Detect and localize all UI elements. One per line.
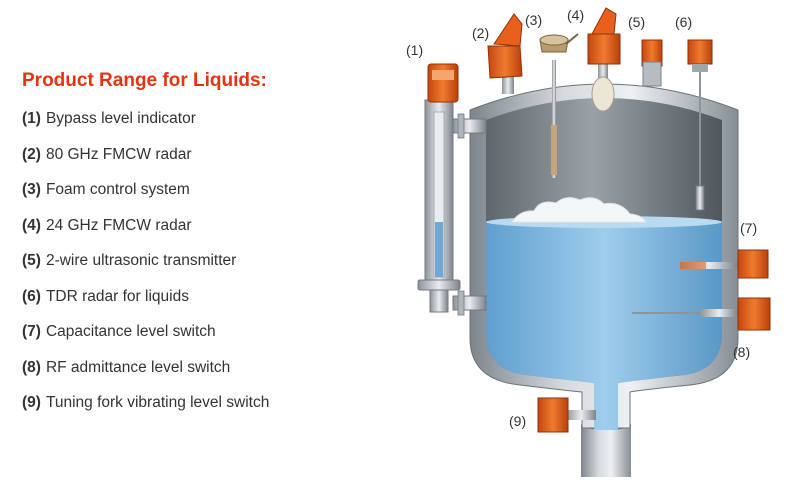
callout-7: (7) bbox=[740, 220, 757, 236]
radar-24ghz-antenna bbox=[591, 76, 615, 112]
capacitance-switch-housing bbox=[737, 249, 769, 279]
product-item: (1)Bypass level indicator bbox=[22, 110, 269, 146]
liquid bbox=[486, 222, 722, 430]
product-item: (2)80 GHz FMCW radar bbox=[22, 146, 269, 182]
product-number: (1) bbox=[22, 110, 41, 127]
product-item: (4)24 GHz FMCW radar bbox=[22, 217, 269, 253]
product-number: (4) bbox=[22, 216, 41, 234]
capacitance-probe bbox=[680, 262, 738, 269]
tuning-fork bbox=[566, 410, 596, 420]
product-name: 24 GHz FMCW radar bbox=[45, 216, 192, 234]
callout-4: (4) bbox=[567, 7, 584, 23]
product-name: Bypass level indicator bbox=[45, 110, 196, 127]
callout-2: (2) bbox=[472, 25, 489, 41]
diagram-title: Product Range for Liquids: bbox=[22, 70, 267, 91]
product-name: 80 GHz FMCW radar bbox=[45, 145, 192, 163]
product-item: (5)2-wire ultrasonic transmitter bbox=[22, 252, 269, 288]
callout-1: (1) bbox=[406, 42, 423, 58]
bypass-indicator-head bbox=[427, 63, 459, 103]
product-name: Tuning fork vibrating level switch bbox=[45, 394, 270, 411]
product-number: (3) bbox=[22, 181, 41, 198]
product-number: (6) bbox=[22, 287, 41, 305]
product-list: (1)Bypass level indicator (2)80 GHz FMCW… bbox=[22, 110, 269, 430]
product-item: (9)Tuning fork vibrating level switch bbox=[22, 394, 269, 430]
radar-24ghz-housing bbox=[587, 33, 621, 65]
tuning-fork-housing bbox=[537, 397, 569, 433]
product-item: (3)Foam control system bbox=[22, 181, 269, 217]
rf-admittance-housing bbox=[737, 297, 771, 331]
product-name: 2-wire ultrasonic transmitter bbox=[45, 252, 237, 269]
product-item: (6)TDR radar for liquids bbox=[22, 288, 269, 324]
callout-5: (5) bbox=[628, 14, 645, 30]
callout-8: (8) bbox=[733, 344, 750, 360]
product-name: RF admittance level switch bbox=[45, 358, 231, 376]
product-number: (8) bbox=[22, 358, 41, 376]
product-item: (7)Capacitance level switch bbox=[22, 323, 269, 359]
callout-6: (6) bbox=[675, 14, 692, 30]
product-number: (9) bbox=[22, 394, 41, 411]
product-number: (2) bbox=[22, 145, 41, 163]
product-name: Capacitance level switch bbox=[45, 323, 216, 340]
ultrasonic-transducer bbox=[642, 61, 662, 87]
foam bbox=[511, 197, 647, 223]
product-number: (5) bbox=[22, 252, 41, 269]
outlet-pipe bbox=[581, 425, 631, 477]
tdr-housing bbox=[687, 39, 713, 65]
ultrasonic-housing bbox=[641, 39, 663, 67]
radar-80ghz-housing bbox=[487, 45, 523, 79]
product-number: (7) bbox=[22, 323, 41, 340]
product-name: Foam control system bbox=[45, 181, 190, 198]
foam-control-probe bbox=[552, 60, 556, 178]
callout-3: (3) bbox=[525, 12, 542, 28]
callout-9: (9) bbox=[509, 413, 526, 429]
product-item: (8)RF admittance level switch bbox=[22, 359, 269, 395]
product-name: TDR radar for liquids bbox=[45, 287, 189, 305]
